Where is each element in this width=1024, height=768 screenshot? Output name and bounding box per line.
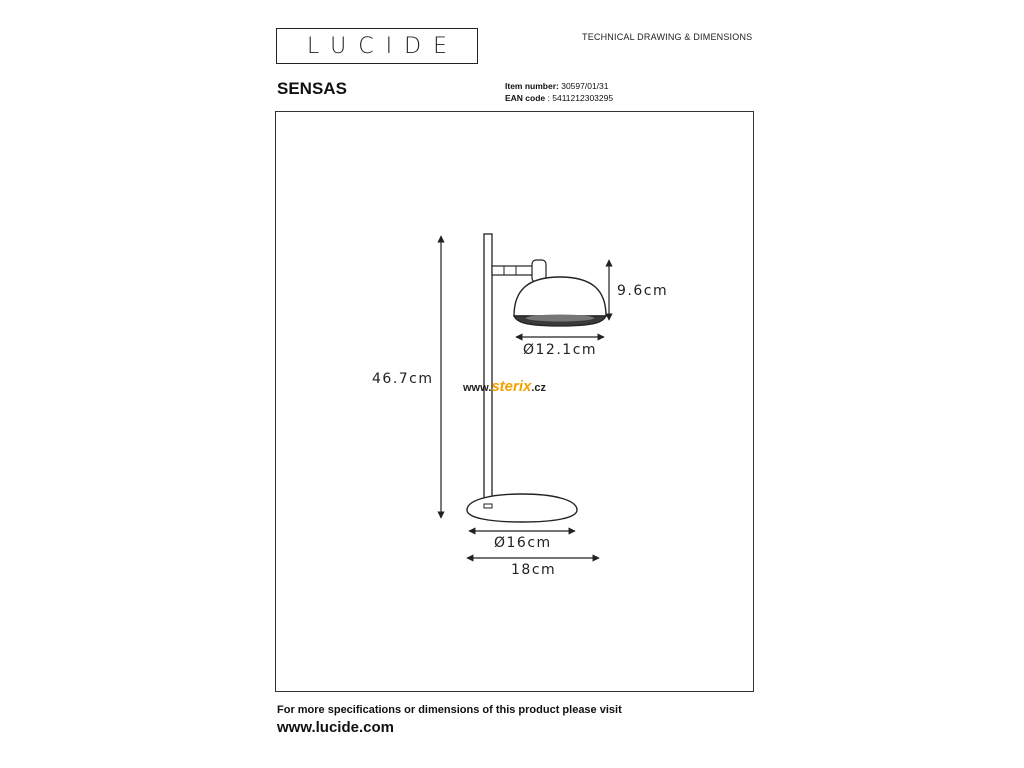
total-width-label: 18cm: [511, 562, 557, 578]
item-number-row: Item number: 30597/01/31: [505, 80, 613, 92]
base-diameter-label: Ø16cm: [494, 535, 552, 551]
footer-url-link[interactable]: www.lucide.com: [277, 719, 394, 736]
lamp-shade: [513, 276, 607, 317]
shade-height-label: 9.6cm: [617, 283, 669, 299]
brand-logo: LUCIDE: [276, 28, 478, 64]
item-number-label: Item number:: [505, 81, 559, 91]
drawing-frame: [275, 111, 754, 692]
watermark: www.sterix.cz: [463, 378, 546, 395]
product-meta: Item number: 30597/01/31 EAN code : 5411…: [505, 80, 613, 104]
lamp-base: [466, 493, 578, 523]
lamp-arm: [491, 265, 535, 276]
watermark-suffix: .cz: [531, 382, 547, 394]
ean-row: EAN code : 5411212303295: [505, 92, 613, 104]
height-label: 46.7cm: [372, 371, 434, 387]
ean-value: : 5411212303295: [547, 93, 614, 103]
product-name: SENSAS: [277, 79, 347, 98]
watermark-brand: sterix: [491, 378, 532, 395]
item-number-value: 30597/01/31: [561, 81, 609, 91]
ean-label: EAN code: [505, 93, 546, 103]
document-heading: TECHNICAL DRAWING & DIMENSIONS: [582, 32, 753, 42]
lamp-pole: [483, 233, 493, 507]
watermark-prefix: www.: [463, 382, 492, 394]
logo-text: LUCIDE: [307, 33, 459, 59]
footer-note: For more specifications or dimensions of…: [277, 704, 622, 716]
shade-diameter-label: Ø12.1cm: [523, 342, 598, 358]
